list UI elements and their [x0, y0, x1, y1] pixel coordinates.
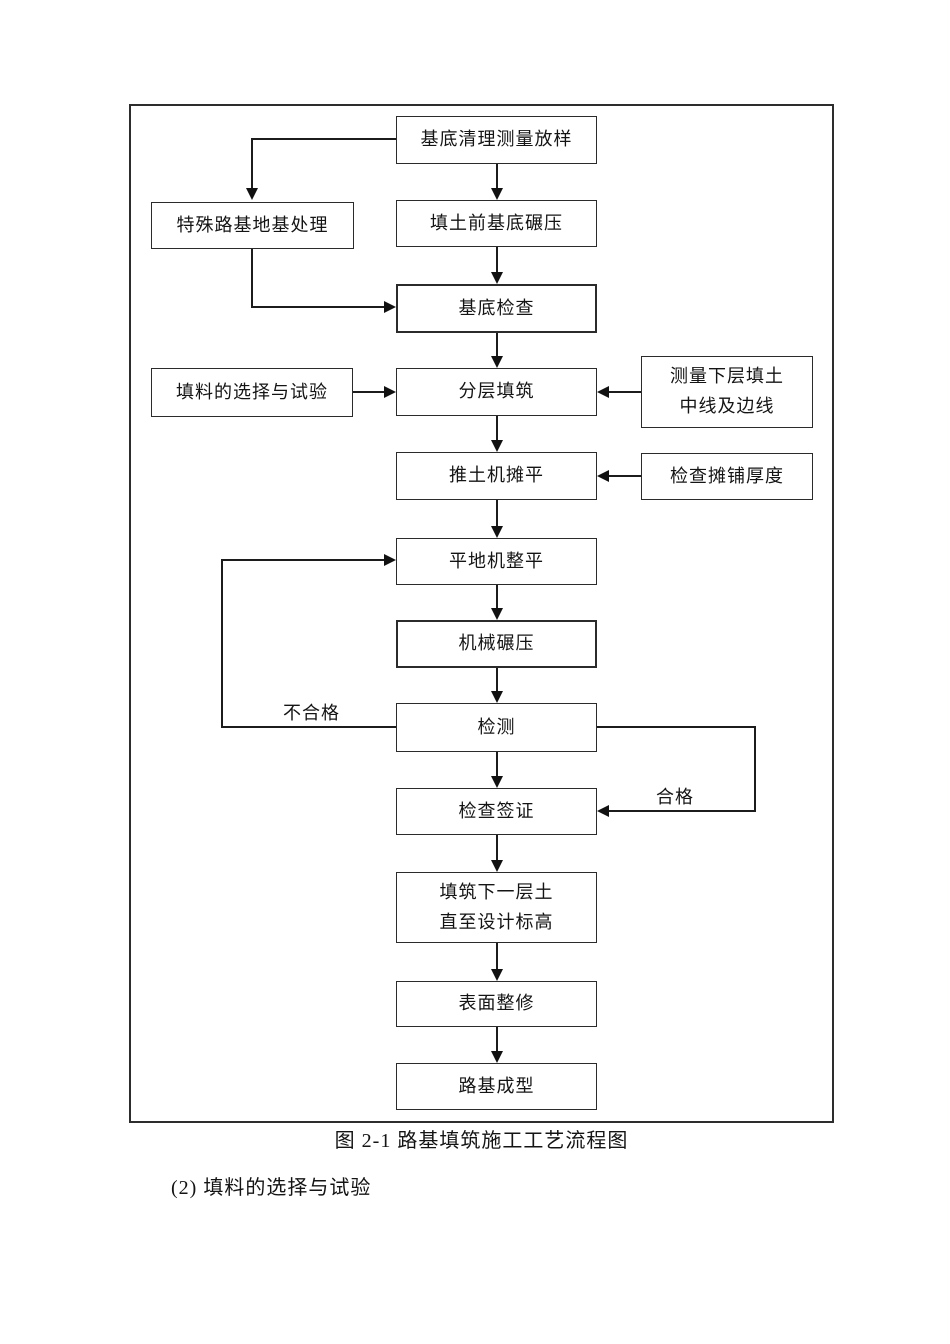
node-survey-lower-layer: 测量下层填土 中线及边线	[641, 356, 813, 428]
arrowhead-down-icon	[491, 969, 503, 981]
edge-label-fail: 不合格	[283, 703, 340, 723]
node-base-inspection: 基底检查	[396, 284, 597, 333]
node-label: 平地机整平	[449, 550, 544, 571]
connector-line	[353, 391, 384, 393]
node-fill-next-layer: 填筑下一层土 直至设计标高	[396, 872, 597, 943]
node-label-line2: 中线及边线	[679, 396, 775, 416]
arrowhead-down-icon	[491, 776, 503, 788]
node-bulldozer-spreading: 推土机摊平	[396, 452, 597, 500]
node-label: 基底清理测量放样	[420, 129, 573, 150]
connector-line	[609, 475, 641, 477]
node-pre-fill-base-rolling: 填土前基底碾压	[396, 200, 597, 247]
node-label: 检查签证	[458, 800, 535, 821]
node-label-line2: 直至设计标高	[439, 911, 554, 932]
arrowhead-right-icon	[384, 554, 396, 566]
node-base-clearing-survey: 基底清理测量放样	[396, 116, 597, 164]
node-label: 分层填筑	[458, 381, 535, 402]
connector-line	[496, 416, 498, 440]
node-label: 检测	[477, 716, 516, 737]
node-label: 路基成型	[458, 1075, 535, 1096]
connector-line	[251, 306, 384, 308]
node-label: 推土机摊平	[449, 465, 544, 486]
node-label: 检查摊铺厚度	[670, 465, 784, 486]
node-layered-filling: 分层填筑	[396, 368, 597, 416]
node-label: 机械碾压	[458, 633, 535, 654]
node-check-paving-thickness: 检查摊铺厚度	[641, 453, 813, 500]
node-special-subgrade-treatment: 特殊路基地基处理	[151, 202, 354, 249]
connector-line	[496, 585, 498, 608]
connector-line	[754, 726, 756, 812]
edge-label-pass: 合格	[656, 787, 694, 807]
node-inspection-sign-off: 检查签证	[396, 788, 597, 835]
flowchart-frame	[129, 104, 834, 1123]
connector-line	[496, 668, 498, 691]
arrowhead-left-icon	[597, 805, 609, 817]
node-label-line1: 填筑下一层土	[439, 881, 554, 902]
arrowhead-down-icon	[491, 272, 503, 284]
connector-line	[221, 559, 384, 561]
connector-line	[496, 247, 498, 272]
node-label: 填土前基底碾压	[430, 212, 563, 233]
connector-line	[252, 138, 396, 140]
connector-line	[496, 943, 498, 969]
node-label: 基底检查	[458, 297, 535, 318]
node-mechanical-rolling: 机械碾压	[396, 620, 597, 668]
connector-line	[597, 726, 756, 728]
arrowhead-down-icon	[491, 356, 503, 368]
arrowhead-down-icon	[491, 691, 503, 703]
node-label: 特殊路基地基处理	[176, 214, 329, 235]
arrowhead-down-icon	[491, 608, 503, 620]
paragraph-text: (2) 填料的选择与试验	[171, 1177, 372, 1199]
node-subgrade-formed: 路基成型	[396, 1063, 597, 1110]
node-testing: 检测	[396, 703, 597, 752]
connector-line	[496, 500, 498, 526]
node-label: 表面整修	[458, 993, 535, 1014]
connector-line	[251, 249, 253, 308]
connector-line	[609, 391, 641, 393]
figure-caption: 图 2-1 路基填筑施工工艺流程图	[334, 1130, 629, 1152]
arrowhead-down-icon	[491, 440, 503, 452]
connector-line	[609, 810, 756, 812]
arrowhead-down-icon	[491, 860, 503, 872]
arrowhead-down-icon	[491, 1051, 503, 1063]
arrowhead-down-icon	[491, 188, 503, 200]
arrowhead-right-icon	[384, 301, 396, 313]
connector-line	[496, 752, 498, 776]
node-grader-leveling: 平地机整平	[396, 538, 597, 585]
connector-line	[496, 333, 498, 356]
node-label: 填料的选择与试验	[176, 381, 328, 402]
node-surface-finishing: 表面整修	[396, 981, 597, 1027]
connector-line	[496, 835, 498, 860]
connector-line	[251, 138, 253, 188]
arrowhead-down-icon	[246, 188, 258, 200]
connector-line	[222, 726, 396, 728]
connector-line	[221, 559, 223, 728]
connector-line	[496, 164, 498, 188]
connector-line	[496, 1027, 498, 1051]
node-label-line1: 测量下层填土	[670, 366, 784, 387]
node-fill-material-selection-test: 填料的选择与试验	[151, 368, 353, 417]
arrowhead-right-icon	[384, 386, 396, 398]
arrowhead-left-icon	[597, 386, 609, 398]
arrowhead-down-icon	[491, 526, 503, 538]
arrowhead-left-icon	[597, 470, 609, 482]
